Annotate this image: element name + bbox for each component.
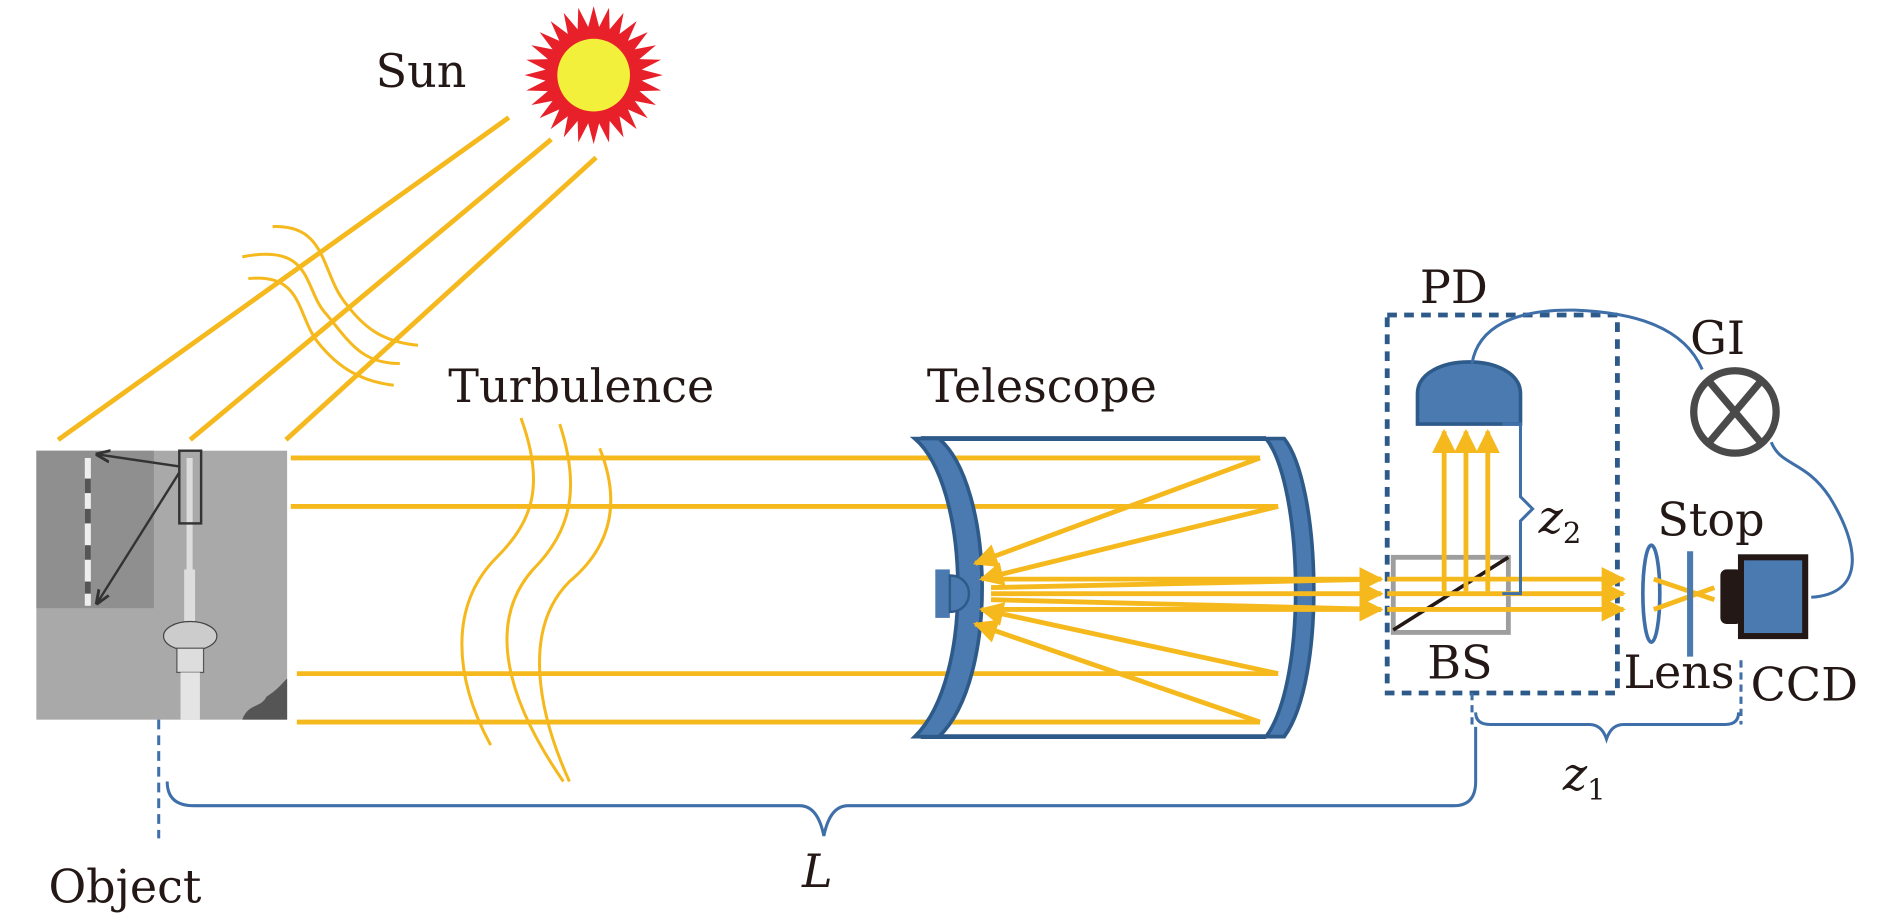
turbulence-waves [460,417,613,783]
telescope [909,436,1384,740]
pd-label: PD [1420,260,1488,314]
z2-label: z2 [1538,490,1582,550]
sunlight-rays [56,115,598,442]
sun-label: Sun [376,44,467,98]
incoming-beams [290,455,1279,725]
signal-wire-pd-gi [1470,308,1704,371]
pd-bucket-detector-box [1384,312,1620,696]
lens-label: Lens [1623,645,1734,699]
stop-label: Stop [1657,493,1764,547]
gi-correlator-icon [1690,367,1780,457]
z1-brace [1474,712,1741,744]
ccd-camera-icon [1720,554,1809,640]
object-label: Object [48,860,201,914]
L-brace [165,726,1478,837]
z1-label: z1 [1562,747,1606,807]
sun-icon [524,6,663,145]
reflected-beams [1432,428,1500,592]
bs-label: BS [1427,635,1492,689]
gi-label: GI [1690,311,1745,365]
ccd-label: CCD [1751,657,1858,711]
signal-wire-gi-ccd [1769,441,1854,599]
lens-icon [1641,543,1662,644]
L-label: L [801,844,833,898]
object-photo-tv-tower [36,451,288,720]
upper-turbulence-waves [242,225,419,387]
telescope-label: Telescope [927,359,1157,413]
z2-brace [1502,422,1535,596]
photodetector-icon [1415,360,1523,426]
turbulence-label: Turbulence [448,359,714,413]
